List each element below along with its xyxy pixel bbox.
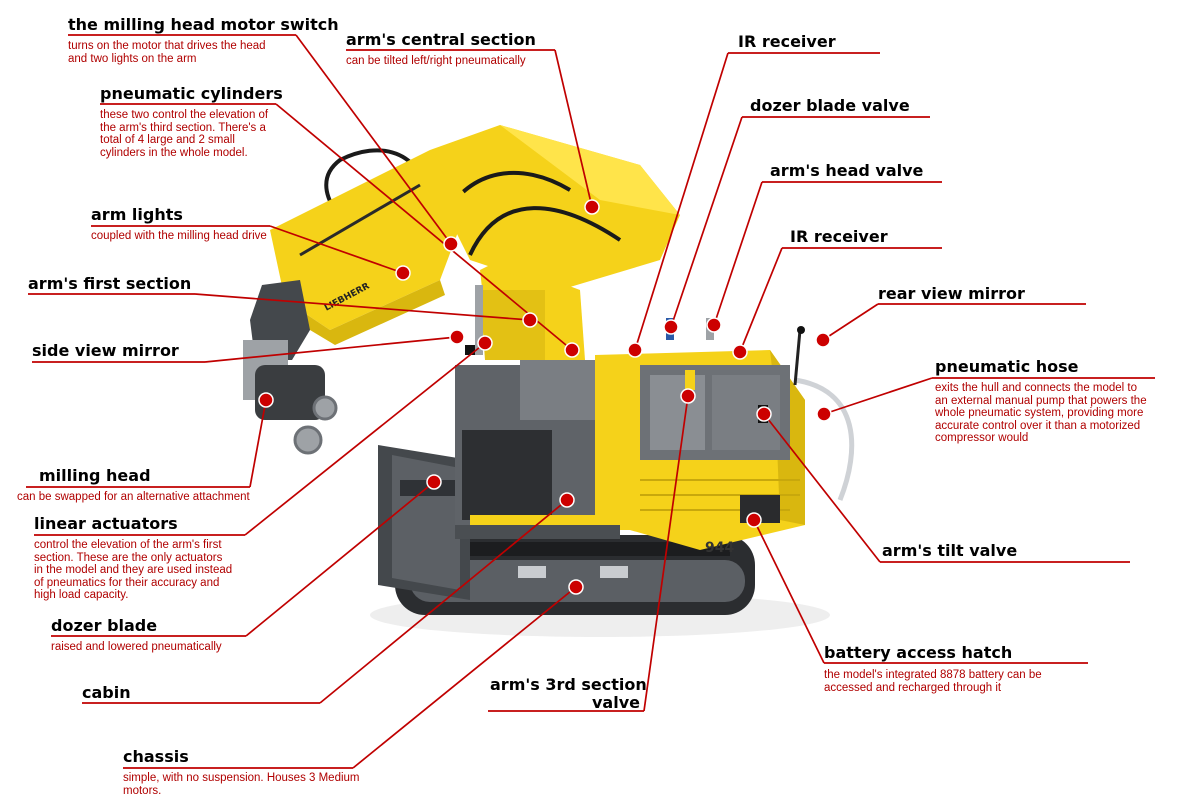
leader-3rd-section-valve-pointer bbox=[643, 395, 689, 712]
cabin-shape bbox=[455, 360, 635, 539]
callout-desc-milling-head: can be swapped for an alternative attach… bbox=[17, 491, 250, 503]
leader-milling-head-pointer bbox=[249, 399, 267, 488]
leader-ir-receiver-top-pointer bbox=[634, 52, 729, 351]
leader-central-section-pointer bbox=[554, 49, 593, 208]
leader-arm-lights-pointer bbox=[269, 225, 404, 274]
marker-rear-mirror bbox=[815, 332, 831, 348]
hull-body: 944 bbox=[595, 350, 805, 556]
callout-label-rear-mirror: rear view mirror bbox=[878, 284, 1025, 303]
callout-desc-dozer-blade: raised and lowered pneumatically bbox=[51, 641, 222, 653]
leader-linear-actuators-pointer bbox=[244, 342, 486, 536]
marker-tilt-valve bbox=[756, 406, 772, 422]
marker-pneumatic-hose bbox=[816, 406, 832, 422]
callout-label-head-valve: arm's head valve bbox=[770, 161, 924, 180]
callout-label-central-section: arm's central section bbox=[346, 30, 536, 49]
marker-ir-receiver-top bbox=[627, 342, 643, 358]
marker-ir-receiver-mid bbox=[732, 344, 748, 360]
marker-first-section bbox=[522, 312, 538, 328]
marker-milling-head bbox=[258, 392, 274, 408]
marker-linear-actuators bbox=[477, 335, 493, 351]
dozer-blade-shape bbox=[378, 445, 470, 600]
callout-desc-chassis: simple, with no suspension. Houses 3 Med… bbox=[123, 772, 360, 797]
leader-head-valve-pointer bbox=[713, 181, 763, 326]
callout-desc-pneumatic-cylinders: these two control the elevation of the a… bbox=[100, 109, 269, 159]
marker-dozer-valve bbox=[663, 319, 679, 335]
leader-motor-switch-pointer bbox=[295, 34, 452, 245]
leader-cabin-pointer bbox=[319, 499, 568, 704]
callout-desc-pneumatic-hose: exits the hull and connects the model to… bbox=[935, 382, 1147, 444]
callout-desc-linear-actuators: control the elevation of the arm's first… bbox=[34, 539, 233, 601]
callout-desc-motor-switch: turns on the motor that drives the head … bbox=[68, 40, 266, 65]
callout-label-ir-receiver-top: IR receiver bbox=[738, 32, 836, 51]
callout-desc-arm-lights: coupled with the milling head drive bbox=[91, 230, 267, 242]
callout-label-tilt-valve: arm's tilt valve bbox=[882, 541, 1018, 560]
callout-label-arm-lights: arm lights bbox=[91, 205, 183, 224]
leader-dozer-blade-pointer bbox=[245, 481, 435, 637]
callout-label-pneumatic-cylinders: pneumatic cylinders bbox=[100, 84, 283, 103]
callout-label-first-section: arm's first section bbox=[28, 274, 192, 293]
marker-motor-switch bbox=[443, 236, 459, 252]
marker-cabin bbox=[559, 492, 575, 508]
callout-label-pneumatic-hose: pneumatic hose bbox=[935, 357, 1079, 376]
marker-head-valve bbox=[706, 317, 722, 333]
leader-pneumatic-cylinders-pointer bbox=[275, 103, 573, 351]
callout-label-dozer-blade: dozer blade bbox=[51, 616, 158, 635]
callout-label-chassis: chassis bbox=[123, 747, 189, 766]
callout-label-battery-hatch: battery access hatch bbox=[824, 643, 1013, 662]
leader-rear-mirror-pointer bbox=[822, 303, 879, 341]
marker-battery-hatch bbox=[746, 512, 762, 528]
leader-side-mirror-pointer bbox=[204, 336, 458, 363]
callout-label-linear-actuators: linear actuators bbox=[34, 514, 178, 533]
svg-text:944: 944 bbox=[705, 540, 734, 556]
arm-central-section-shape bbox=[324, 125, 680, 290]
leader-ir-receiver-mid-pointer bbox=[739, 247, 783, 353]
callout-label-milling-head: milling head bbox=[39, 466, 151, 485]
callout-label-dozer-valve: dozer blade valve bbox=[750, 96, 910, 115]
callout-label-side-mirror: side view mirror bbox=[32, 341, 179, 360]
callout-label-motor-switch: the milling head motor switch bbox=[68, 15, 339, 34]
callout-label-cabin: cabin bbox=[82, 683, 131, 702]
leader-battery-hatch-pointer bbox=[753, 519, 825, 664]
leader-tilt-valve-pointer bbox=[763, 413, 881, 563]
callout-desc-central-section: can be tilted left/right pneumatically bbox=[346, 55, 526, 67]
callout-label-ir-receiver-mid: IR receiver bbox=[790, 227, 888, 246]
leader-chassis-pointer bbox=[352, 586, 577, 769]
marker-chassis bbox=[568, 579, 584, 595]
marker-pneumatic-cylinders bbox=[564, 342, 580, 358]
marker-dots bbox=[258, 199, 832, 595]
marker-side-mirror bbox=[449, 329, 465, 345]
callout-desc-battery-hatch: the model's integrated 8878 battery can … bbox=[824, 669, 1042, 694]
marker-dozer-blade bbox=[426, 474, 442, 490]
marker-3rd-section-valve bbox=[680, 388, 696, 404]
leader-lines bbox=[26, 34, 1155, 769]
marker-central-section bbox=[584, 199, 600, 215]
marker-arm-lights bbox=[395, 265, 411, 281]
leader-first-section-pointer bbox=[194, 293, 531, 321]
excavator-model: 944 LIEBHER bbox=[243, 125, 855, 637]
leader-dozer-valve-pointer bbox=[670, 116, 743, 328]
callout-label-3rd-section-valve: arm's 3rd section valve bbox=[490, 675, 647, 712]
leader-pneumatic-hose-pointer bbox=[823, 377, 933, 415]
arm-third-section-shape: LIEBHERR bbox=[270, 150, 470, 345]
